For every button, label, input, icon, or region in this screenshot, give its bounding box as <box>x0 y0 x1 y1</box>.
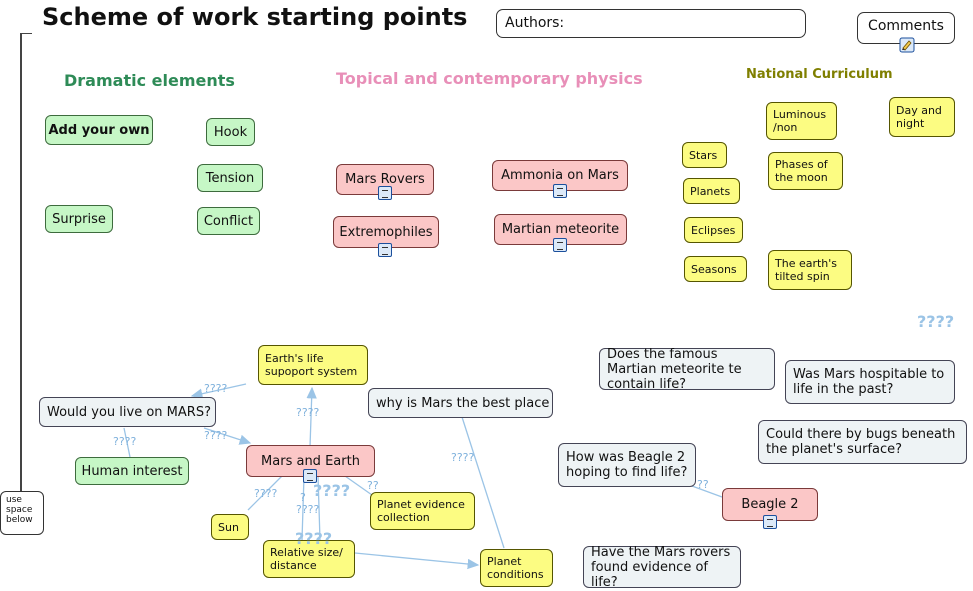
node-day-and-night[interactable]: Day and night <box>889 97 955 137</box>
question-mars-hospitable[interactable]: Was Mars hospitable to life in the past? <box>785 360 955 404</box>
question-marks: ???? <box>295 529 333 548</box>
question-meteorite-life[interactable]: Does the famous Martian meteorite te con… <box>599 347 775 392</box>
link-mars-earth-to-sun <box>247 475 283 511</box>
link-mars-earth-to-evidence <box>344 475 373 496</box>
section-heading-topical: Topical and contemporary physics <box>336 69 643 88</box>
link-label: ???? <box>254 487 278 500</box>
question-bugs-beneath[interactable]: Could there by bugs beneath the planet's… <box>758 420 967 464</box>
note-icon[interactable] <box>553 238 567 252</box>
node-phases-of-moon[interactable]: Phases of the moon <box>768 152 843 190</box>
node-sun[interactable]: Sun <box>211 514 249 540</box>
left-divider <box>20 33 22 491</box>
link-label: ???? <box>296 406 320 419</box>
link-why-mars-to-conditions <box>461 416 505 549</box>
node-tension[interactable]: Tension <box>197 164 263 192</box>
link-label: ? <box>300 491 306 504</box>
link-beagle-find-to-beagle2 <box>691 485 723 498</box>
link-label: ???? <box>113 435 137 448</box>
question-marks: ???? <box>917 312 955 331</box>
note-icon[interactable] <box>763 515 777 529</box>
link-mars-earth-to-earths-life <box>306 386 317 448</box>
use-space-below-note: use space below <box>0 491 44 535</box>
node-hook[interactable]: Hook <box>206 118 255 146</box>
question-rovers-evidence[interactable]: Have the Mars rovers found evidence of l… <box>583 545 741 590</box>
node-why-mars-best-place[interactable]: why is Mars the best place <box>368 388 553 418</box>
link-would-live-to-earths-life <box>190 383 247 399</box>
node-human-interest[interactable]: Human interest <box>75 457 189 485</box>
node-stars[interactable]: Stars <box>682 142 727 168</box>
node-earths-life-support[interactable]: Earth's life supoport system <box>258 345 368 385</box>
page-title: Scheme of work starting points <box>42 3 468 31</box>
link-label: ???? <box>296 503 320 516</box>
node-eclipses[interactable]: Eclipses <box>684 217 743 243</box>
link-label: ???? <box>204 429 228 442</box>
link-mars-earth-to-relative <box>301 475 305 541</box>
node-surprise[interactable]: Surprise <box>45 205 113 233</box>
node-beagle-2[interactable]: Beagle 2 <box>722 488 818 521</box>
node-add-your-own[interactable]: Add your own <box>45 115 153 145</box>
note-icon[interactable] <box>303 469 317 483</box>
note-icon[interactable] <box>378 186 392 200</box>
node-luminous[interactable]: Luminous /non <box>766 102 837 140</box>
node-earths-tilted-spin[interactable]: The earth's tilted spin <box>768 250 852 290</box>
link-label: ???? <box>451 451 475 464</box>
comments-label: Comments <box>868 18 944 34</box>
section-heading-dramatic: Dramatic elements <box>64 71 235 90</box>
node-extremophiles[interactable]: Extremophiles <box>333 216 439 248</box>
link-relative-to-conditions <box>354 552 480 570</box>
node-planets[interactable]: Planets <box>683 178 740 204</box>
link-label: ?? <box>367 479 379 492</box>
section-heading-national: National Curriculum <box>746 67 893 82</box>
comment-edit-icon[interactable] <box>899 36 915 53</box>
node-planet-conditions[interactable]: Planet conditions <box>480 549 553 587</box>
note-icon[interactable] <box>378 243 392 257</box>
comments-button[interactable]: Comments <box>857 12 955 53</box>
authors-field[interactable]: Authors: <box>496 9 806 38</box>
link-would-live-to-mars-earth <box>203 427 252 445</box>
note-icon[interactable] <box>553 184 567 198</box>
link-label: ?? <box>697 478 709 491</box>
link-mars-earth-to-relative-2 <box>317 475 321 541</box>
link-label: ???? <box>204 382 228 395</box>
node-seasons[interactable]: Seasons <box>684 256 747 282</box>
link-would-live-to-human-interest <box>123 427 131 458</box>
node-relative-size[interactable]: Relative size/ distance <box>263 540 355 578</box>
question-marks: ???? <box>313 481 351 500</box>
question-beagle-find-life[interactable]: How was Beagle 2 hoping to find life? <box>558 443 696 487</box>
left-divider-tick <box>22 33 32 34</box>
node-planet-evidence[interactable]: Planet evidence collection <box>370 492 475 530</box>
node-would-you-live-on-mars[interactable]: Would you live on MARS? <box>39 397 216 427</box>
node-conflict[interactable]: Conflict <box>197 207 260 235</box>
